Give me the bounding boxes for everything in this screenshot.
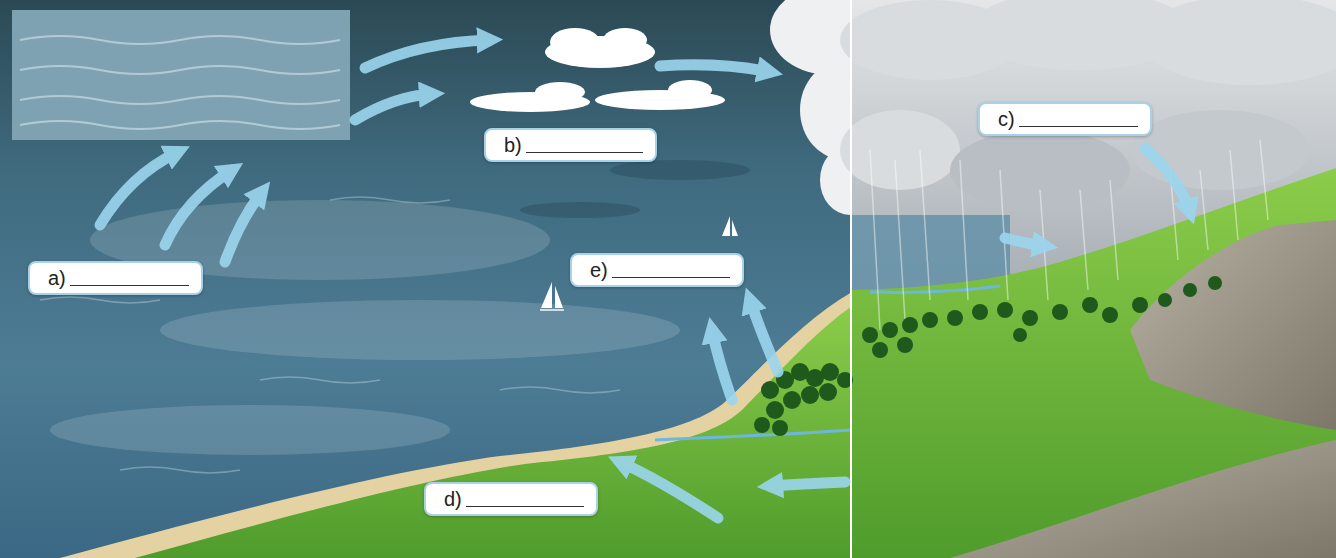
foreground-rock bbox=[950, 440, 1336, 558]
wave-lines bbox=[40, 197, 620, 473]
rocks bbox=[1130, 220, 1336, 430]
sea bbox=[0, 0, 852, 558]
beach bbox=[60, 292, 852, 558]
cloud-shadows bbox=[520, 160, 750, 218]
cycle-arrows bbox=[100, 40, 1190, 518]
land bbox=[135, 306, 852, 558]
sea-shimmer bbox=[50, 200, 680, 455]
answer-line bbox=[1019, 126, 1138, 127]
river bbox=[655, 430, 852, 440]
answer-line bbox=[70, 285, 189, 286]
label-letter: a) bbox=[48, 268, 66, 288]
label-box: a) bbox=[28, 261, 203, 295]
label-letter: e) bbox=[590, 260, 608, 280]
label-box: c) bbox=[978, 102, 1152, 136]
inset-waves bbox=[20, 36, 340, 129]
label-letter: d) bbox=[444, 489, 462, 509]
label-letter: c) bbox=[998, 109, 1015, 129]
sea-photo-inset bbox=[12, 10, 350, 140]
storm-clouds bbox=[840, 0, 1336, 210]
label-box: d) bbox=[424, 482, 598, 516]
rain bbox=[870, 140, 1268, 330]
answer-line bbox=[612, 277, 730, 278]
label-letter: b) bbox=[504, 135, 522, 155]
trees bbox=[754, 276, 1222, 436]
label-box: b) bbox=[484, 128, 657, 162]
answer-line bbox=[526, 152, 643, 153]
stream bbox=[870, 286, 1000, 293]
label-box: e) bbox=[570, 253, 744, 287]
panel-divider bbox=[850, 0, 852, 558]
answer-line bbox=[466, 506, 584, 507]
